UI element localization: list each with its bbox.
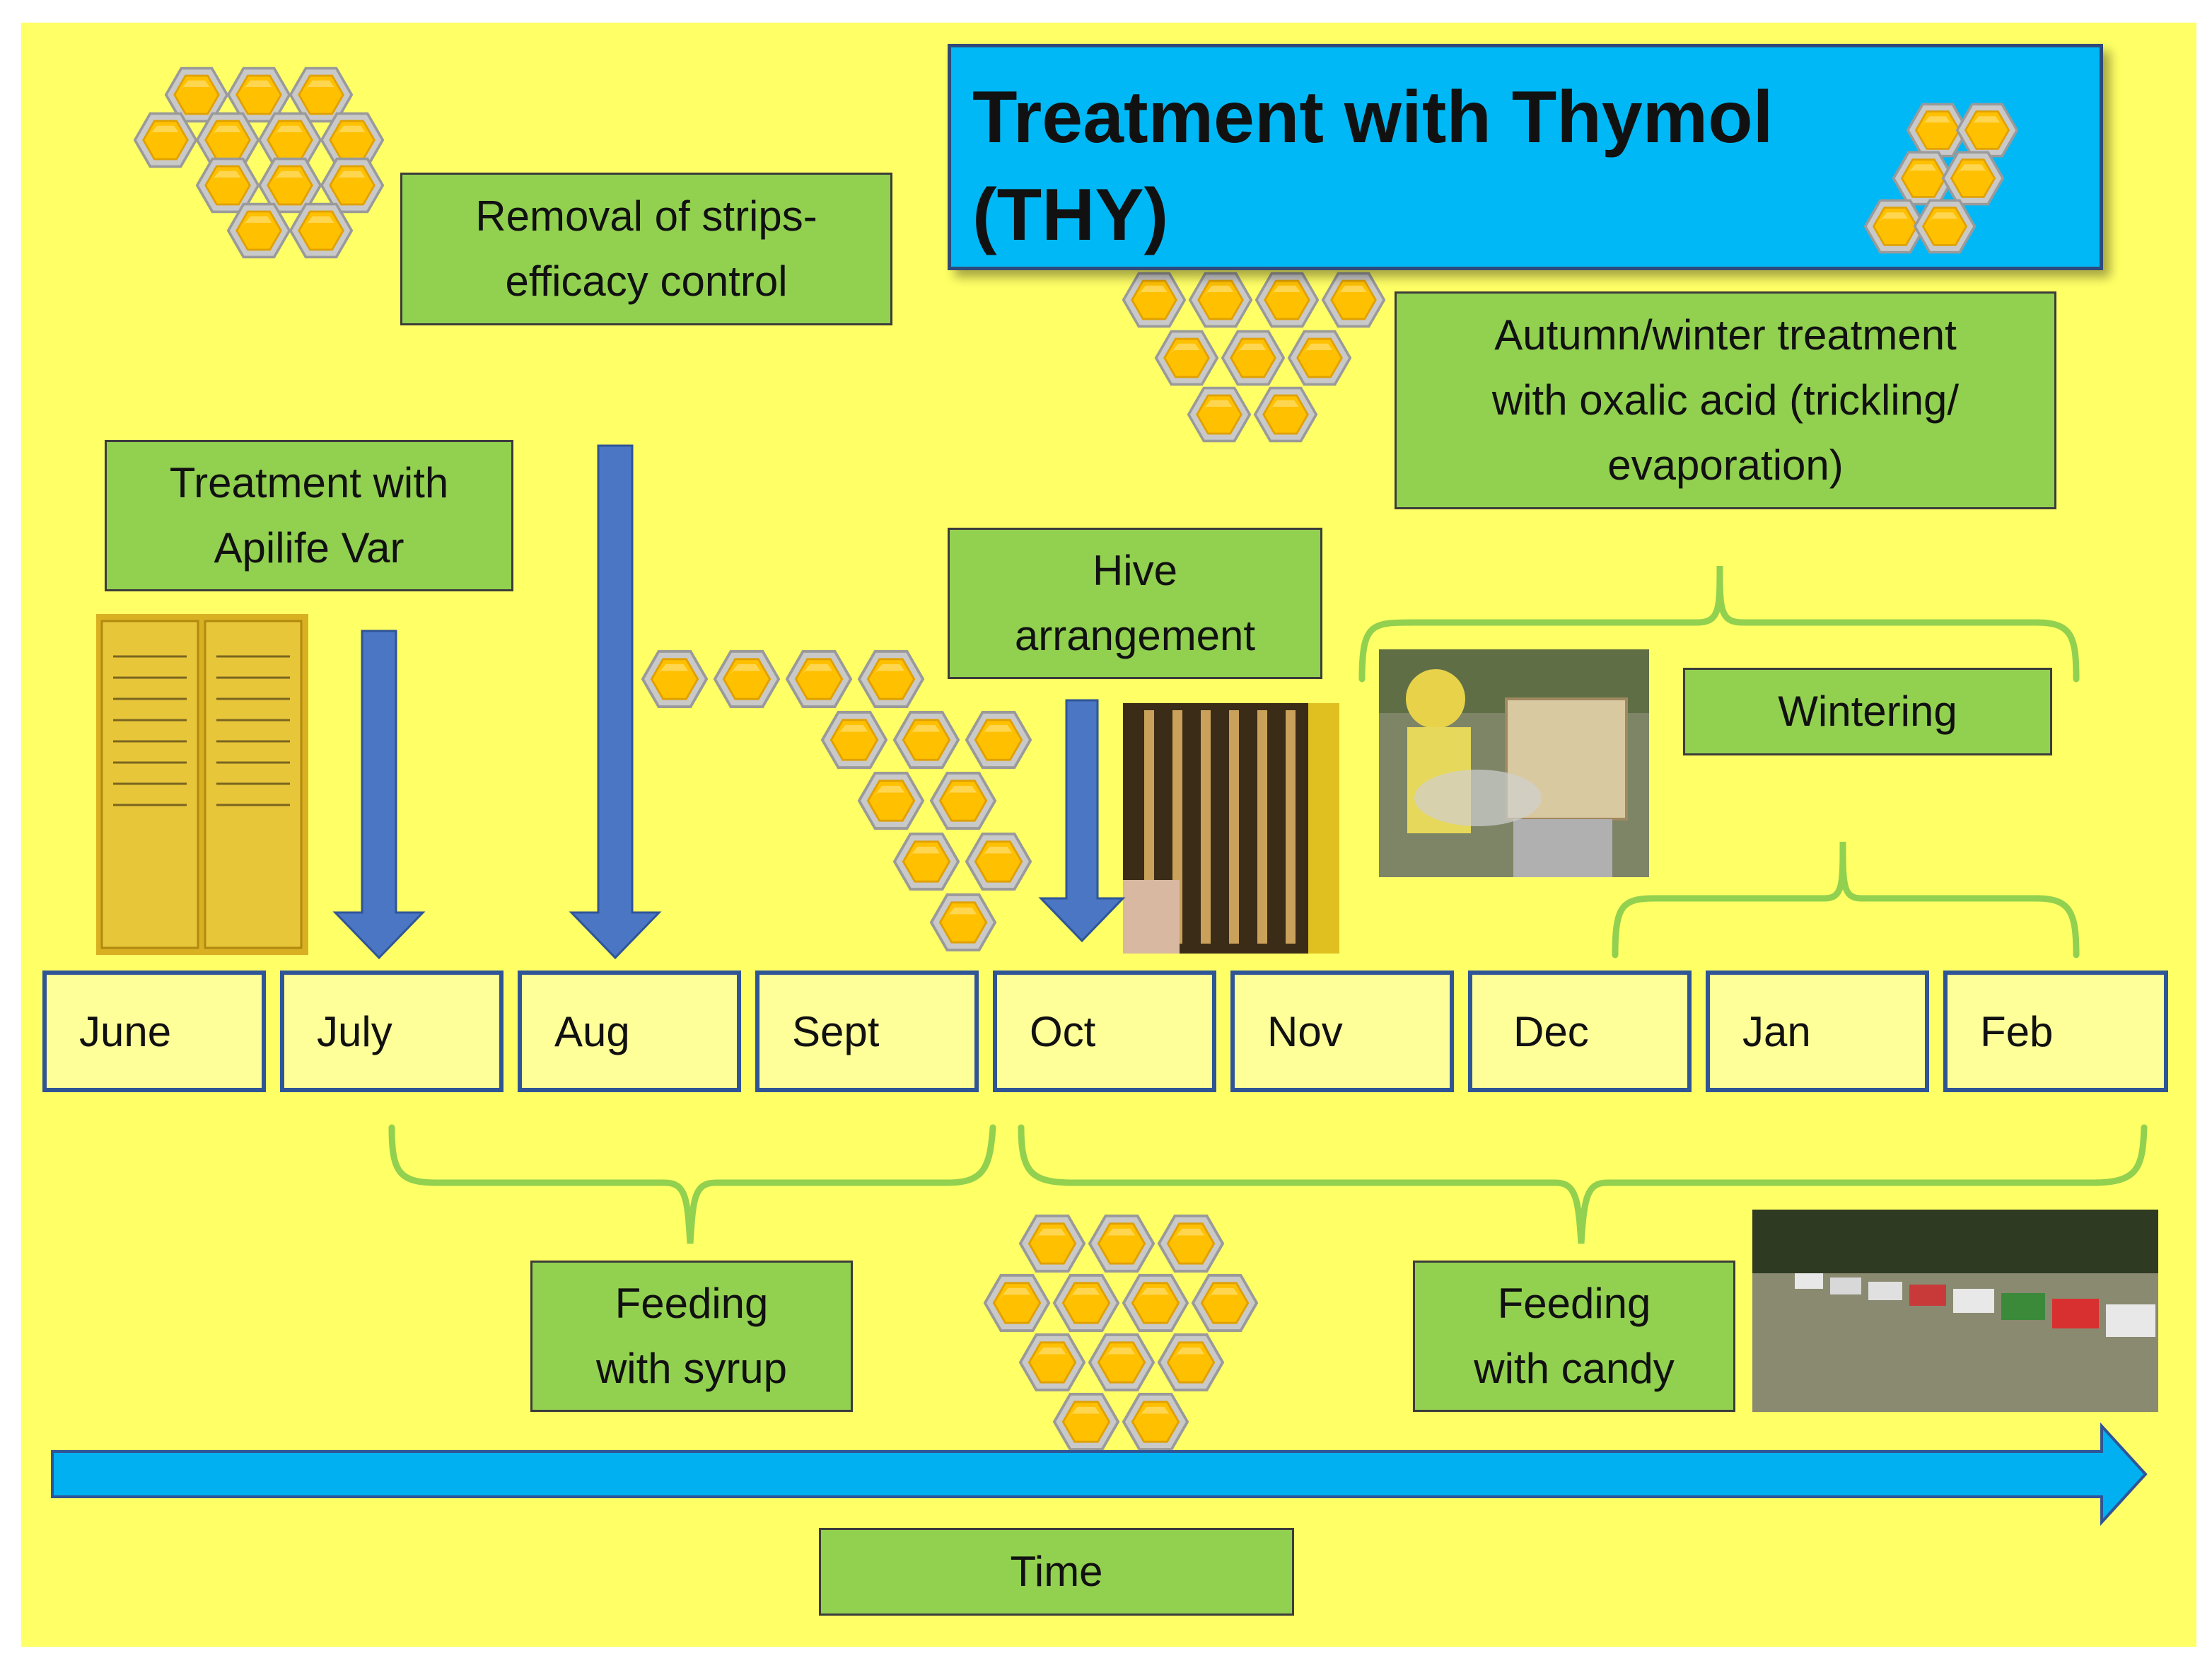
oxalic-treatment-box: Autumn/winter treatment with oxalic acid… <box>1395 291 2056 509</box>
honeycomb-icon <box>641 650 1032 951</box>
honeycomb-icon <box>983 1215 1259 1451</box>
brace-icon <box>1612 841 2080 958</box>
feeding-candy-box: Feeding with candy <box>1413 1261 1735 1412</box>
month-aug: Aug <box>518 971 741 1092</box>
time-arrow-icon <box>51 1422 2148 1527</box>
apiary-hives-photo <box>1752 1210 2158 1412</box>
wintering-box: Wintering <box>1683 668 2052 755</box>
month-feb: Feb <box>1943 971 2168 1092</box>
month-june: June <box>42 971 266 1092</box>
down-arrow-icon <box>332 630 426 960</box>
month-sept: Sept <box>755 971 979 1092</box>
month-jan: Jan <box>1706 971 1929 1092</box>
apilife-var-sachets-photo <box>96 614 308 955</box>
down-arrow-icon <box>1038 699 1126 943</box>
beekeeper-oxalic-evaporation-photo <box>1379 649 1649 877</box>
brace-icon <box>1018 1124 2148 1244</box>
brace-icon <box>1358 565 2080 683</box>
title-box: Treatment with Thymol (THY) <box>948 44 2103 270</box>
brace-icon <box>388 1124 996 1244</box>
hive-frames-photo <box>1123 703 1339 954</box>
time-label-box: Time <box>819 1528 1294 1616</box>
removal-strips-box: Removal of strips- efficacy control <box>400 173 892 325</box>
month-nov: Nov <box>1230 971 1454 1092</box>
honeycomb-icon <box>1863 103 2019 254</box>
month-dec: Dec <box>1468 971 1692 1092</box>
hive-arrangement-box: Hive arrangement <box>948 528 1322 679</box>
feeding-syrup-box: Feeding with syrup <box>530 1261 853 1412</box>
honeycomb-icon <box>133 66 385 259</box>
diagram-title: Treatment with Thymol (THY) <box>972 76 1774 256</box>
apilife-treatment-box: Treatment with Apilife Var <box>105 440 513 591</box>
honeycomb-icon <box>1122 272 1386 443</box>
down-arrow-icon <box>569 444 662 960</box>
month-oct: Oct <box>993 971 1216 1092</box>
month-july: July <box>280 971 503 1092</box>
